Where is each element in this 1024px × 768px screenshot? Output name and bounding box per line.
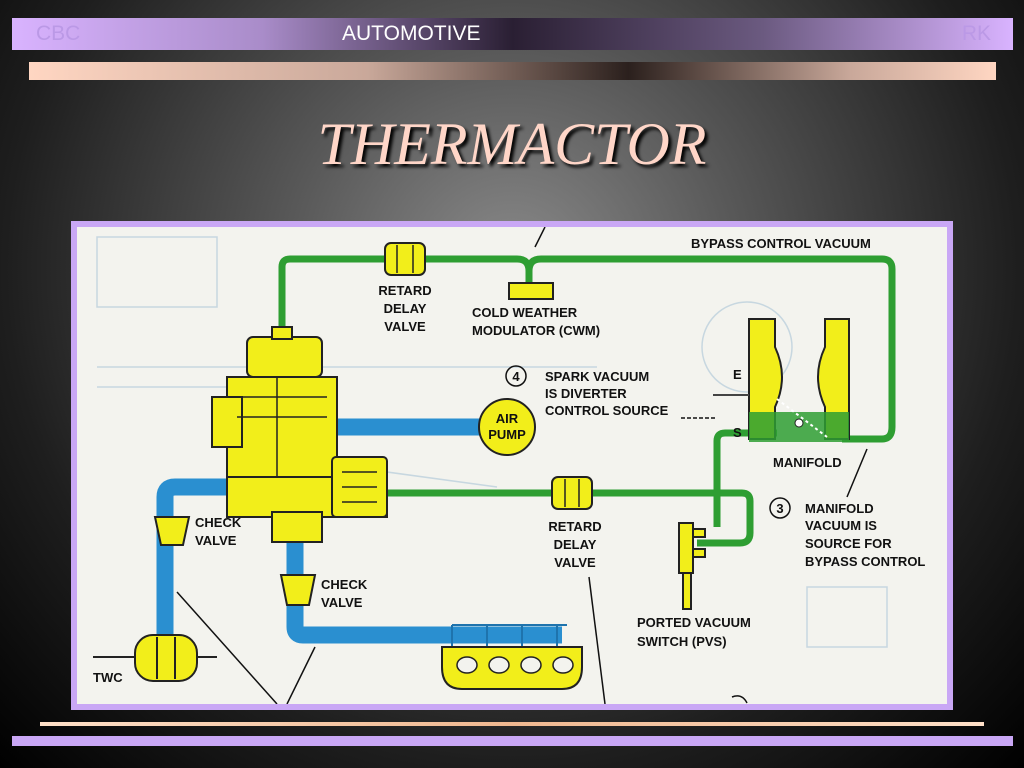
cwm-pointer [534,227,546,248]
manifold-vacuum-label-1: MANIFOLD [805,501,874,516]
cwm-label-1: COLD WEATHER [472,305,578,320]
pvs-pointer [731,695,748,704]
check-valve-left-label-1: CHECK [195,515,242,530]
exhaust-manifold-ports [456,656,574,674]
air-pump-label-2: PUMP [488,427,526,442]
pvs-label-2: SWITCH (PVS) [637,634,727,649]
manifold-vacuum-label-2: VACUUM IS [805,518,877,533]
carburetor-assembly [748,318,850,440]
bottom-divider [40,722,984,726]
throttle-plate [776,398,828,438]
manifold-vacuum-label-3: SOURCE FOR [805,536,892,551]
manifold-vacuum-label-4: BYPASS CONTROL [805,554,925,569]
check-valve-center-icon [279,574,317,606]
callout-4-number: 4 [512,369,520,384]
retard-delay-valve-bottom-label-1: RETARD [548,519,601,534]
retard-delay-valve-bottom-label-2: DELAY [554,537,597,552]
check-valve-left-label-2: VALVE [195,533,237,548]
twc-label: TWC [93,670,123,685]
s-port-label: S [733,425,742,440]
twc-converter-icon [134,634,198,682]
left-air-pipe [156,478,227,647]
callout-4-circle [505,365,527,387]
callout-3-circle [769,497,791,519]
bypass-control-vacuum-label: BYPASS CONTROL VACUUM [691,236,871,251]
vacuum-line-manifold [713,429,777,527]
pvs-label-1: PORTED VACUUM [637,615,751,630]
air-pump-body [478,398,536,456]
e-port-label: E [733,367,742,382]
check-valve-center-label-2: VALVE [321,595,363,610]
retard-delay-valve-bottom-label-3: VALVE [554,555,596,570]
cwm-label-2: MODULATOR (CWM) [472,323,600,338]
diverter-valve-detail [237,377,377,503]
cold-weather-modulator-icon [508,282,554,300]
air-pipes [156,418,562,647]
retard-delay-bottom-pointer [588,576,606,704]
spark-vacuum-label-2: IS DIVERTER [545,386,627,401]
retard-delay-valve-top-label-1: RETARD [378,283,431,298]
header-center-text: AUTOMOTIVE [342,22,481,45]
vacuum-line-pvs [387,489,754,547]
thermactor-diagram: AIR PUMP RETARD DELAY VALVE COLD WEATHER… [77,227,947,704]
header-left-text: CBC [36,22,81,45]
exhaust-manifold-icon [441,646,583,690]
throttle-pivot [794,418,804,428]
vacuum-lines [278,255,896,547]
header-bar: CBC AUTOMOTIVE RK [12,18,1013,50]
manifold-pointer [846,448,868,498]
check-valve-center-pointer [286,646,316,704]
check-valve-left-pointer [176,591,278,704]
spark-vacuum-label-1: SPARK VACUUM [545,369,649,384]
retard-delay-valve-top-label-2: DELAY [384,301,427,316]
retard-delay-valve-bottom-icon [551,476,593,510]
ported-vacuum-switch-icon [678,522,706,610]
retard-delay-valve-top-icon [384,242,426,276]
bottom-bar [12,736,1013,746]
vacuum-line-bypass [525,255,896,443]
bottom-air-pipe [286,517,562,644]
diagram-frame: AIR PUMP RETARD DELAY VALVE COLD WEATHER… [71,221,953,710]
header-right-text: RK [961,22,991,45]
slide-title: THERMACTOR [317,111,707,177]
decorative-bar [29,62,996,80]
retard-delay-valve-top-label-3: VALVE [384,319,426,334]
air-pump-label-1: AIR [496,411,519,426]
manifold-label: MANIFOLD [773,455,842,470]
spark-vacuum-label-3: CONTROL SOURCE [545,403,669,418]
check-valve-center-label-1: CHECK [321,577,368,592]
callout-3-number: 3 [776,501,783,516]
check-valve-left-icon [153,516,191,546]
branch-lines [451,624,567,647]
